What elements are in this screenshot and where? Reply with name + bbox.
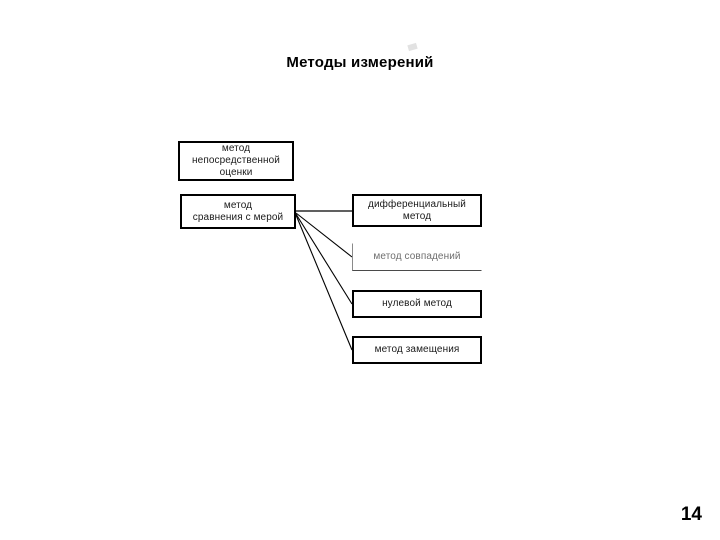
- node-zero-method[interactable]: нулевой метод: [352, 290, 482, 318]
- connector-to-coincidence: [295, 212, 353, 258]
- connector-to-zero: [295, 213, 353, 305]
- node-substitution-label: метод замещения: [374, 344, 460, 355]
- node-zero-label: нулевой метод: [382, 298, 452, 309]
- node-direct-assessment-label: метод непосредственной оценки: [192, 143, 280, 178]
- connector-to-substitution: [295, 214, 353, 351]
- node-comparison-with-measure-label: метод сравнения с мерой: [192, 199, 284, 223]
- node-substitution-method[interactable]: метод замещения: [352, 336, 482, 364]
- node-comparison-with-measure-method[interactable]: метод сравнения с мерой: [180, 194, 296, 229]
- node-differential-method[interactable]: дифференциальный метод: [352, 194, 482, 227]
- node-direct-assessment-method[interactable]: метод непосредственной оценки: [178, 141, 294, 181]
- page-number: 14: [680, 504, 702, 525]
- node-coincidence-method[interactable]: метод совпадений: [352, 243, 482, 271]
- node-differential-label: дифференциальный метод: [368, 198, 466, 222]
- page-title: Методы измерений: [286, 54, 434, 71]
- node-coincidence-label: метод совпадений: [373, 251, 461, 262]
